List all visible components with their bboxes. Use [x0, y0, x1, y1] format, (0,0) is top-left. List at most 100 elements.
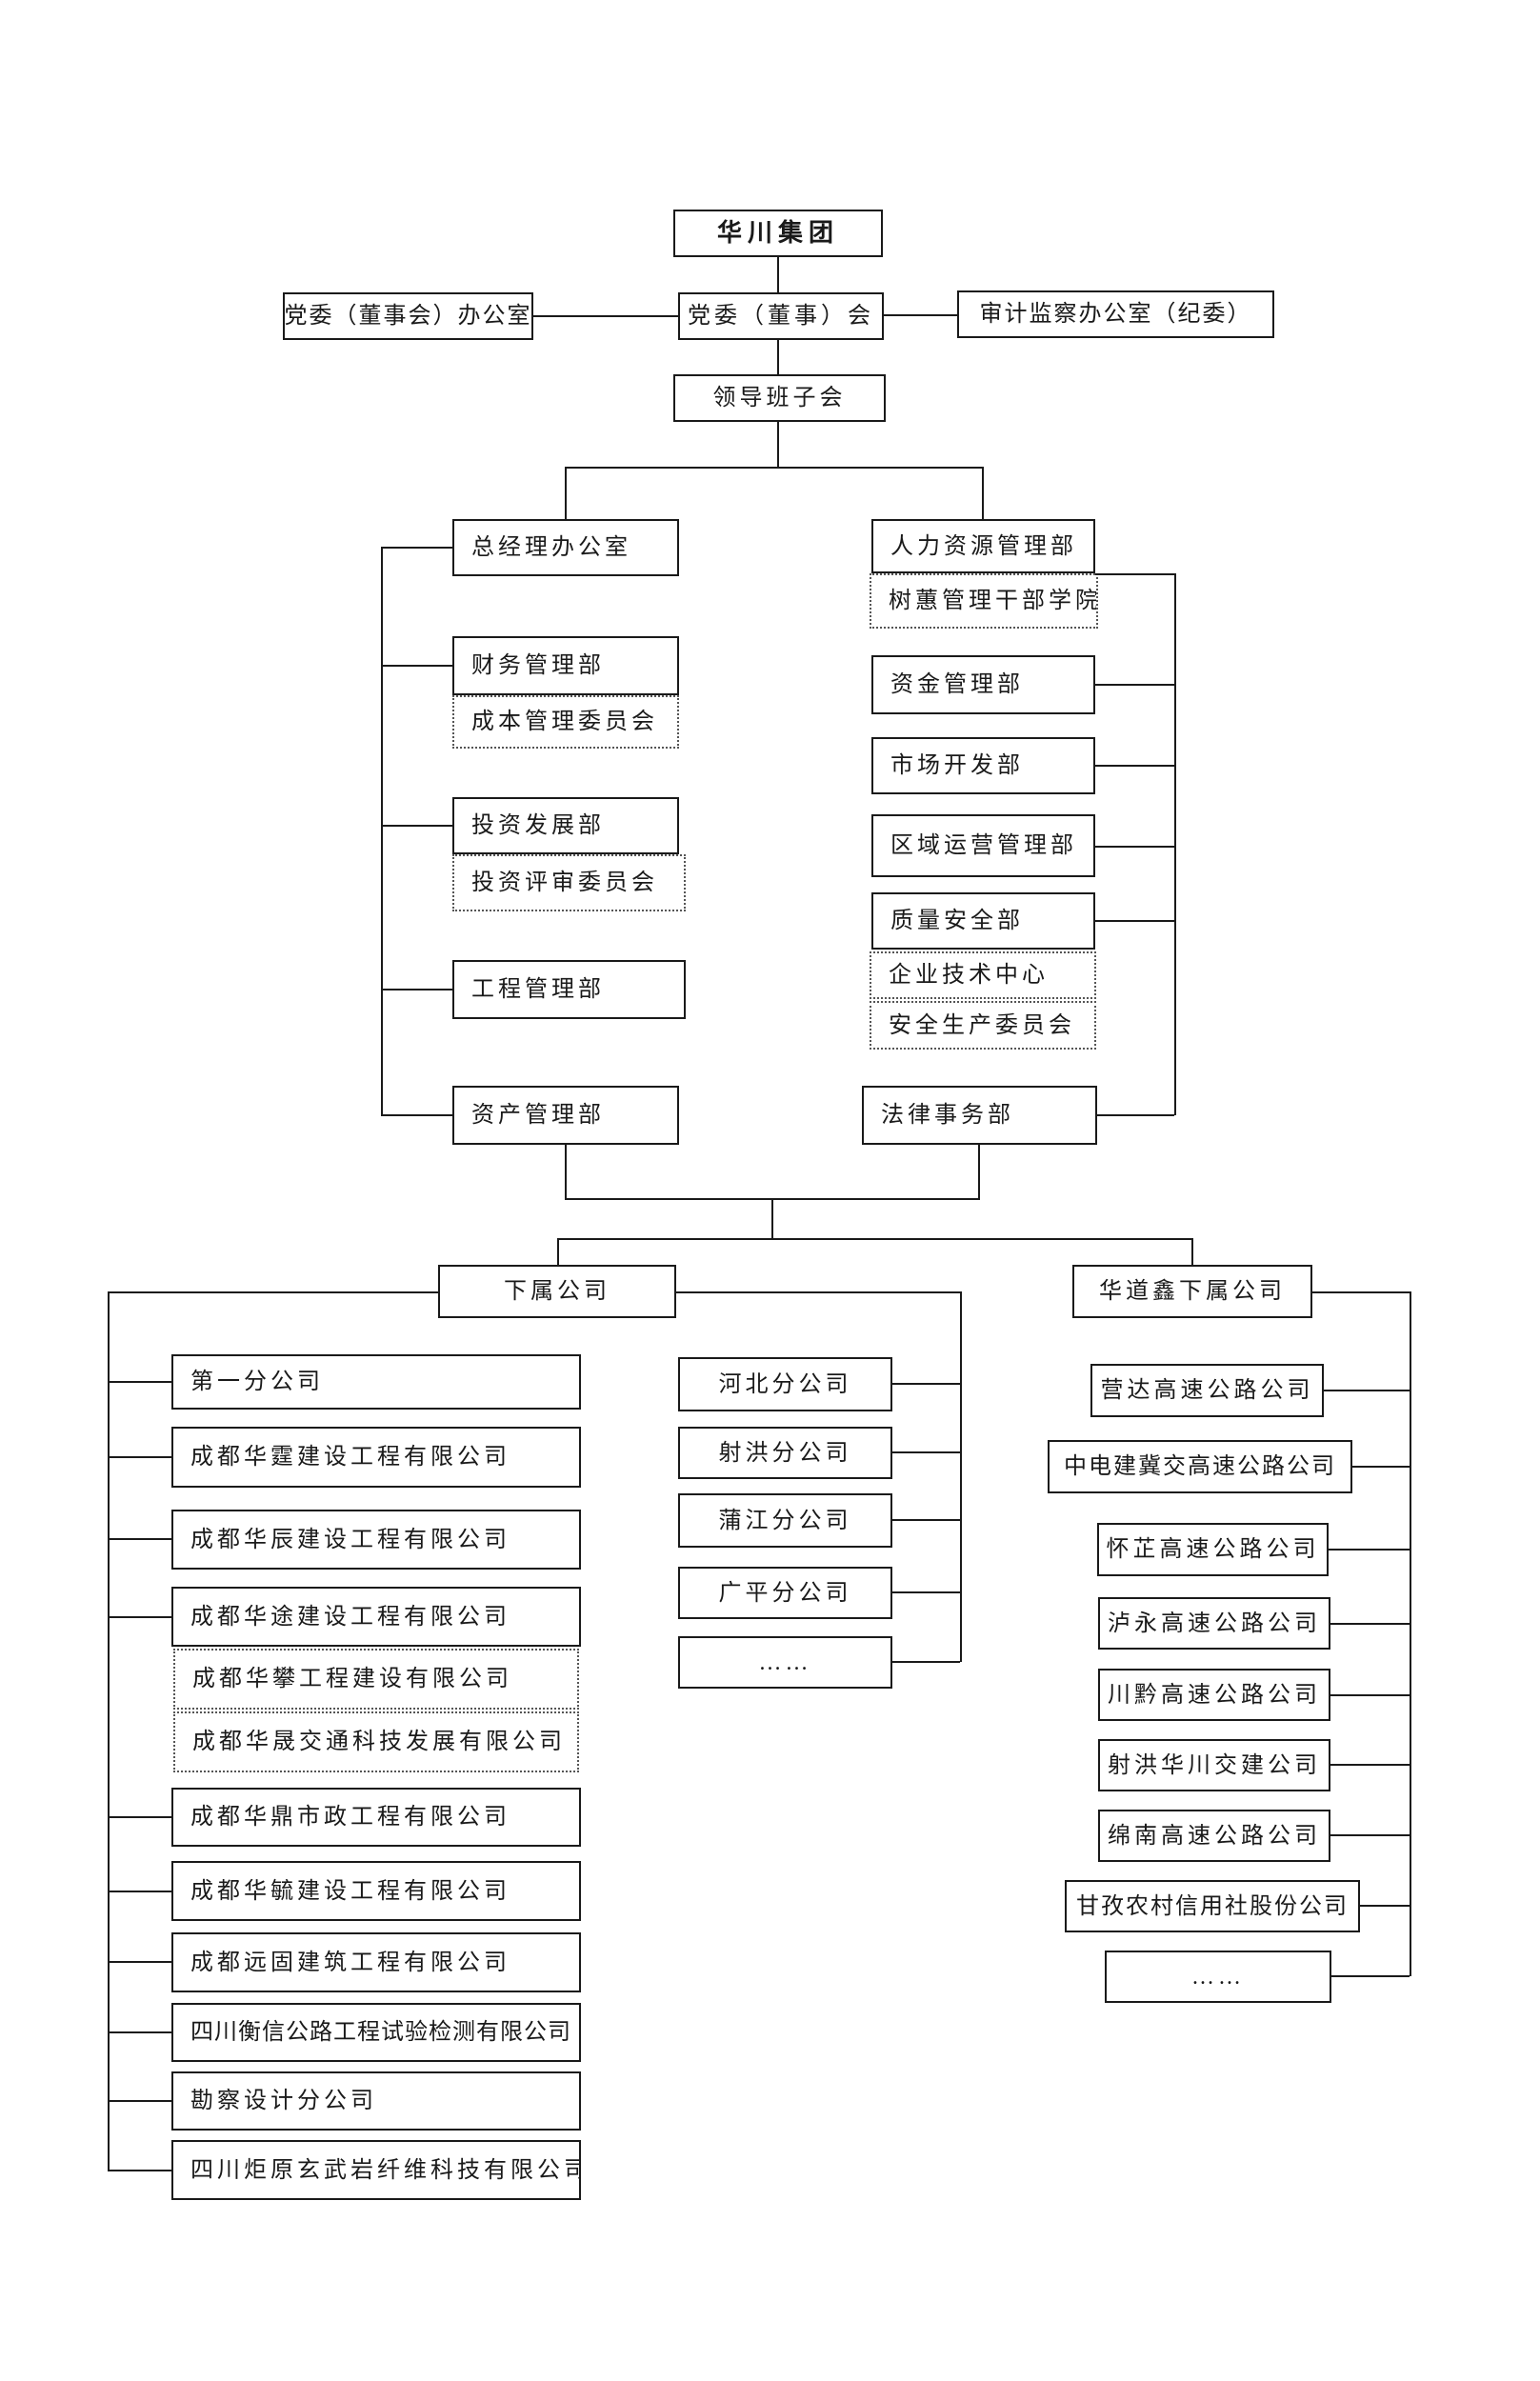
connector [108, 1616, 171, 1618]
connector [982, 467, 984, 519]
org-box-leadership-team: 领导班子会 [673, 374, 886, 422]
connector [1191, 1238, 1193, 1267]
connector [557, 1238, 559, 1267]
org-box-assets-dept: 资产管理部 [452, 1086, 679, 1145]
connector [1330, 1834, 1410, 1836]
connector [108, 2170, 171, 2171]
connector [1095, 765, 1174, 767]
org-box-investment-dept: 投资发展部 [452, 797, 679, 854]
org-box-hr-dept: 人力资源管理部 [871, 519, 1095, 573]
connector [108, 1456, 171, 1458]
org-box-engineering-dept: 工程管理部 [452, 960, 686, 1019]
org-box-hdx-company: 营达高速公路公司 [1090, 1364, 1324, 1417]
org-box-tech-center: 企业技术中心 [870, 951, 1096, 999]
connector [1360, 1905, 1410, 1907]
connector [892, 1451, 960, 1453]
connector [676, 1291, 960, 1293]
connector [108, 2100, 171, 2102]
org-box-branch-ellipsis: …… [678, 1636, 892, 1689]
connector [884, 314, 957, 316]
org-box-safety-committee: 安全生产委员会 [870, 1001, 1096, 1050]
org-box-company: 四川衡信公路工程试验检测有限公司 [171, 2003, 581, 2062]
connector [1352, 1466, 1410, 1468]
connector [381, 1114, 452, 1116]
connector [108, 1816, 171, 1818]
connector [1330, 1694, 1410, 1696]
org-box-hdx-company: 中电建冀交高速公路公司 [1048, 1440, 1352, 1493]
org-box-hdx-company: 泸永高速公路公司 [1098, 1597, 1330, 1650]
connector [108, 1538, 171, 1540]
connector [1095, 684, 1174, 686]
connector [108, 1961, 171, 1963]
connector [1312, 1291, 1410, 1293]
connector [892, 1591, 960, 1593]
connector [108, 2031, 171, 2033]
connector [892, 1519, 960, 1521]
connector [565, 1145, 567, 1198]
org-box-cost-committee: 成本管理委员会 [452, 695, 679, 749]
org-box-branch: 河北分公司 [678, 1357, 892, 1411]
connector [1330, 1623, 1410, 1625]
connector [1331, 1975, 1410, 1977]
connector [777, 257, 779, 292]
org-box-hdx-company: 绵南高速公路公司 [1098, 1810, 1330, 1862]
org-box-company: 成都远固建筑工程有限公司 [171, 1932, 581, 1992]
org-box-hdx-company: 射洪华川交建公司 [1098, 1739, 1330, 1791]
connector [565, 467, 567, 519]
org-box-hdx-company: 怀芷高速公路公司 [1097, 1523, 1329, 1576]
connector [381, 547, 383, 1116]
connector [1324, 1390, 1410, 1391]
org-box-hdx-company-ellipsis: …… [1105, 1951, 1331, 2003]
org-box-hdx-company: 甘孜农村信用社股份公司 [1065, 1880, 1360, 1932]
connector [533, 315, 678, 317]
connector [978, 1145, 980, 1198]
connector [557, 1238, 1193, 1240]
org-box-shuhui-academy: 树蕙管理干部学院 [870, 573, 1098, 629]
org-box-funds-dept: 资金管理部 [871, 655, 1095, 714]
connector [771, 1198, 773, 1238]
connector [1097, 1114, 1174, 1116]
connector [1330, 1764, 1410, 1766]
org-box-legal-dept: 法律事务部 [862, 1086, 1097, 1145]
org-box-company: 第一分公司 [171, 1354, 581, 1410]
org-box-quality-safety-dept: 质量安全部 [871, 892, 1095, 950]
connector [108, 1891, 171, 1892]
org-box-group-root: 华川集团 [673, 210, 883, 257]
connector [108, 1291, 438, 1293]
connector [777, 340, 779, 374]
connector [1174, 573, 1176, 1115]
org-box-party-committee: 党委（董事）会 [678, 292, 884, 340]
org-box-company: 成都华辰建设工程有限公司 [171, 1510, 581, 1570]
org-box-finance-dept: 财务管理部 [452, 636, 679, 695]
org-box-gm-office: 总经理办公室 [452, 519, 679, 576]
org-box-company-dotted: 成都华晟交通科技发展有限公司 [173, 1711, 579, 1772]
connector [1095, 920, 1174, 922]
org-box-company: 成都华鼎市政工程有限公司 [171, 1788, 581, 1847]
org-box-audit-office: 审计监察办公室（纪委） [957, 290, 1274, 338]
connector [108, 1381, 171, 1383]
connector [381, 665, 452, 667]
connector [1410, 1291, 1411, 1976]
connector [892, 1383, 960, 1385]
org-box-branch: 射洪分公司 [678, 1427, 892, 1479]
connector [108, 1291, 110, 2171]
connector [381, 989, 452, 990]
org-box-company: 四川炬原玄武岩纤维科技有限公司 [171, 2140, 581, 2200]
connector [1095, 573, 1174, 575]
org-box-branch: 蒲江分公司 [678, 1493, 892, 1548]
connector [1329, 1549, 1410, 1551]
org-box-branch: 广平分公司 [678, 1567, 892, 1619]
connector [1095, 846, 1174, 848]
org-box-subsidiaries-header: 下属公司 [438, 1265, 676, 1318]
connector [565, 467, 984, 469]
org-box-company: 成都华霆建设工程有限公司 [171, 1427, 581, 1488]
org-box-company: 成都华毓建设工程有限公司 [171, 1861, 581, 1921]
org-box-huadaoxin-header: 华道鑫下属公司 [1072, 1265, 1312, 1318]
org-box-regional-ops-dept: 区域运营管理部 [871, 814, 1095, 877]
org-box-company: 勘察设计分公司 [171, 2071, 581, 2131]
org-box-hdx-company: 川黔高速公路公司 [1098, 1669, 1330, 1721]
connector [381, 547, 452, 549]
org-box-investment-review-committee: 投资评审委员会 [452, 854, 686, 911]
org-box-company: 成都华途建设工程有限公司 [171, 1587, 581, 1647]
connector [960, 1291, 962, 1662]
